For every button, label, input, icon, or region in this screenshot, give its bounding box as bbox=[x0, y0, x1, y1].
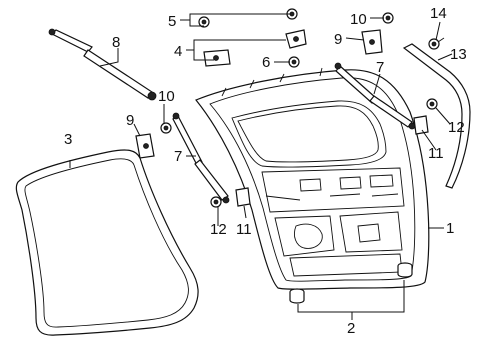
bumper-right bbox=[397, 262, 413, 278]
weatherstrip-seal bbox=[15, 149, 199, 336]
clip-11-right bbox=[413, 115, 429, 135]
gas-strut-upper bbox=[48, 28, 157, 101]
leader-lines bbox=[69, 13, 453, 320]
callout-3: 3 bbox=[64, 131, 72, 148]
callout-7-left: 7 bbox=[174, 148, 182, 165]
screw-14 bbox=[428, 37, 445, 50]
bolt-10-left bbox=[160, 122, 172, 134]
hinge-upper bbox=[285, 29, 307, 49]
bolt-5a bbox=[198, 16, 210, 28]
callout-10-right: 10 bbox=[350, 11, 367, 28]
bolt-5b bbox=[286, 8, 298, 20]
callout-14: 14 bbox=[430, 5, 447, 22]
hinge-lower bbox=[203, 49, 231, 67]
bracket-9-right bbox=[361, 29, 383, 55]
callout-12-right: 12 bbox=[448, 119, 465, 136]
callout-4: 4 bbox=[174, 43, 182, 60]
bolt-10-right bbox=[382, 12, 394, 24]
callout-8: 8 bbox=[112, 34, 120, 51]
screw-12-left bbox=[210, 196, 222, 208]
callout-9-left: 9 bbox=[126, 112, 134, 129]
callout-6: 6 bbox=[262, 54, 270, 71]
callout-1: 1 bbox=[446, 220, 454, 237]
clip-11-left bbox=[235, 187, 251, 207]
screw-12-right bbox=[426, 98, 438, 110]
gas-strut-right bbox=[334, 62, 416, 130]
callout-5: 5 bbox=[168, 13, 176, 30]
nut-6 bbox=[288, 56, 300, 68]
callout-10-left: 10 bbox=[158, 88, 175, 105]
gas-strut-left bbox=[172, 112, 230, 204]
trim-molding bbox=[402, 43, 471, 189]
liftgate-frame bbox=[195, 67, 430, 290]
callout-11-left: 11 bbox=[236, 221, 252, 238]
callout-2: 2 bbox=[347, 320, 355, 337]
callout-7-right: 7 bbox=[376, 59, 384, 76]
callout-9-right: 9 bbox=[334, 31, 342, 48]
callout-12-left: 12 bbox=[210, 221, 227, 238]
bracket-9-left bbox=[135, 133, 155, 159]
callout-11-right: 11 bbox=[428, 145, 444, 162]
bumper-left bbox=[289, 288, 305, 304]
callout-13: 13 bbox=[450, 46, 467, 63]
callout-labels: 5 4 6 8 10 9 3 7 10 9 7 14 13 12 11 11 1… bbox=[64, 5, 467, 337]
